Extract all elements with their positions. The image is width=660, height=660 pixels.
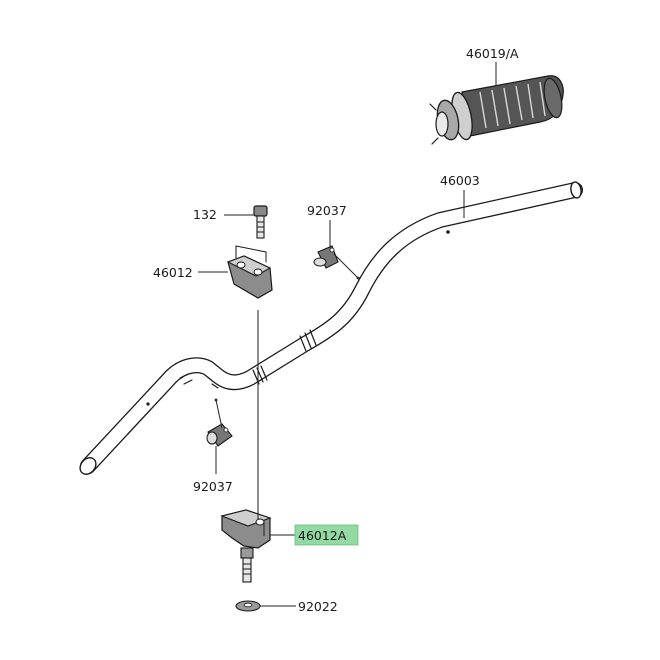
- label-lower-holder[interactable]: 46012A: [298, 528, 347, 543]
- lower-holder-drawing[interactable]: [220, 509, 272, 583]
- leader-lines: [198, 62, 497, 607]
- highlight-box: [294, 524, 359, 546]
- label-handlebar[interactable]: 46003: [440, 173, 480, 188]
- label-washer[interactable]: 92022: [298, 599, 338, 614]
- bolt-drawing[interactable]: [253, 205, 268, 239]
- clamp-right-drawing[interactable]: [313, 245, 339, 269]
- label-grip[interactable]: 46019/A: [466, 46, 519, 61]
- label-upper-holder[interactable]: 46012: [153, 265, 193, 280]
- label-clamp-left[interactable]: 92037: [193, 479, 233, 494]
- washer-drawing[interactable]: [235, 600, 261, 612]
- handlebar-drawing[interactable]: [77, 181, 583, 477]
- upper-holder-drawing[interactable]: [226, 245, 273, 299]
- label-bolt[interactable]: 132: [193, 207, 217, 222]
- throttle-grip-drawing[interactable]: [429, 75, 565, 145]
- label-clamp-right[interactable]: 92037: [307, 203, 347, 218]
- label-lower-holder-highlight[interactable]: 46012A: [294, 524, 359, 546]
- clamp-left-drawing[interactable]: [206, 423, 233, 447]
